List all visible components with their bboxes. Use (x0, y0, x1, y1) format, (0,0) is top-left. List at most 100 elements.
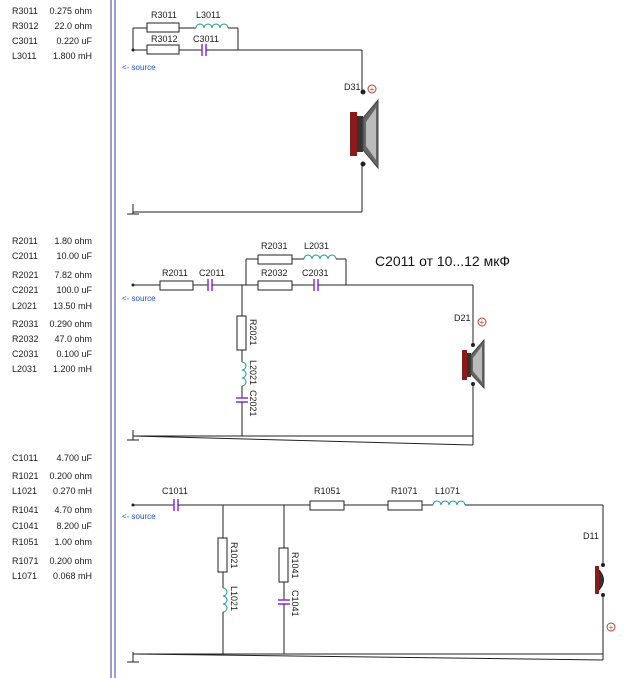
capacitor-note: C2011 от 10...12 мкФ (375, 253, 510, 269)
component-name: C2011 (12, 251, 38, 261)
label-r1051: R1051 (314, 486, 341, 496)
label-r1041: R1041 (290, 552, 300, 579)
resistor-r3012 (146, 44, 180, 55)
resistor-r2032 (257, 280, 293, 291)
label-l2021: L2021 (248, 360, 258, 385)
section-2-filter (127, 254, 474, 446)
component-name: L3011 (12, 51, 36, 61)
component-value: 1.800 mH (53, 51, 92, 61)
component-value: 100.0 uF (56, 285, 92, 295)
inductor-l1021 (222, 587, 228, 613)
label-r2032: R2032 (261, 268, 288, 278)
component-value: 22.0 ohm (54, 21, 92, 31)
resistor-r2011 (159, 280, 194, 291)
component-value: 10.00 uF (56, 251, 92, 261)
label-r2031: R2031 (261, 241, 288, 251)
component-name: C3011 (12, 36, 38, 46)
section-1-filter (127, 499, 604, 663)
component-value: 1.00 ohm (54, 537, 92, 547)
component-name: L1071 (12, 571, 37, 581)
label-l1071: L1071 (435, 486, 460, 496)
label-c3011: C3011 (193, 34, 219, 44)
label-c2031: C2031 (302, 268, 329, 278)
svg-text:+: + (609, 623, 614, 632)
label-c1011: C1011 (162, 486, 188, 496)
component-value: 4.700 uF (56, 453, 92, 463)
driver-label-d11: D11 (583, 531, 599, 541)
component-name: C1041 (12, 521, 39, 531)
resistor-r2021 (236, 315, 247, 351)
source-node-1 (131, 503, 135, 507)
driver-d11-icon: + (595, 563, 616, 632)
component-value: 0.068 mH (53, 571, 92, 581)
component-name: L1021 (12, 486, 37, 496)
polarity-plus-icon (477, 317, 487, 327)
component-name: R2011 (12, 236, 38, 246)
component-name: R3011 (12, 6, 38, 16)
resistor-r1071 (387, 500, 423, 511)
component-value: 0.290 ohm (49, 319, 92, 329)
label-l1021: L1021 (229, 586, 239, 611)
label-r3012: R3012 (151, 34, 178, 44)
label-c1041: C1041 (290, 590, 300, 617)
driver-d31-icon: + (350, 84, 379, 170)
component-value: 0.220 uF (56, 36, 92, 46)
component-value: 13.50 mH (53, 301, 92, 311)
label-r1071: R1071 (391, 486, 418, 496)
component-value: 0.200 ohm (49, 556, 92, 566)
inductor-l1071 (432, 500, 466, 506)
resistor-r1021 (217, 537, 228, 573)
label-l3011: L3011 (196, 10, 220, 20)
component-name: L2031 (12, 364, 37, 374)
resistor-r1041 (278, 547, 289, 583)
component-name: R1071 (12, 556, 39, 566)
resistor-r2031 (257, 254, 293, 265)
component-name: C1011 (12, 453, 38, 463)
source-node-3 (131, 48, 135, 52)
label-r1021: R1021 (229, 542, 239, 569)
driver-label-d31: D31 (344, 82, 361, 92)
component-value: 7.82 ohm (54, 270, 92, 280)
svg-text:+: + (480, 318, 485, 327)
label-r2021: R2021 (248, 319, 258, 346)
inductor-l2021 (241, 361, 247, 387)
source-label-3: <- source (122, 63, 156, 72)
component-name: R2031 (12, 319, 39, 329)
label-l2031: L2031 (304, 241, 329, 251)
component-value: 8.200 uF (56, 521, 92, 531)
component-value: 4.70 ohm (54, 505, 92, 515)
label-c2011: C2011 (199, 268, 225, 278)
component-value: 0.200 ohm (49, 471, 92, 481)
resistor-r1051 (309, 500, 345, 511)
polarity-plus-icon (367, 84, 377, 94)
component-value: 1.200 mH (53, 364, 92, 374)
component-name: R1051 (12, 537, 39, 547)
component-name: C2021 (12, 285, 39, 295)
svg-text:+: + (370, 85, 375, 94)
section-3-filter (127, 22, 363, 215)
label-r3011: R3011 (151, 10, 177, 20)
component-name: R1021 (12, 471, 39, 481)
polarity-plus-icon (606, 622, 616, 632)
source-node-2 (131, 283, 135, 287)
driver-d21-icon: + (462, 317, 487, 390)
driver-label-d21: D21 (454, 313, 471, 323)
component-value: 0.270 mH (53, 486, 92, 496)
component-name: R2021 (12, 270, 39, 280)
component-value: 47.0 ohm (54, 334, 92, 344)
component-name: C2031 (12, 349, 39, 359)
component-value: 0.100 uF (56, 349, 92, 359)
component-value: 0.275 ohm (49, 6, 92, 16)
inductor-l3011 (195, 23, 229, 29)
resistor-r3011 (146, 22, 180, 33)
label-c2021: C2021 (248, 390, 258, 417)
component-name: R1041 (12, 505, 39, 515)
component-name: R2032 (12, 334, 39, 344)
component-name: R3012 (12, 21, 39, 31)
source-label-2: <- source (122, 294, 156, 303)
label-r2011: R2011 (162, 268, 188, 278)
component-name: L2021 (12, 301, 37, 311)
source-label-1: <- source (122, 512, 156, 521)
